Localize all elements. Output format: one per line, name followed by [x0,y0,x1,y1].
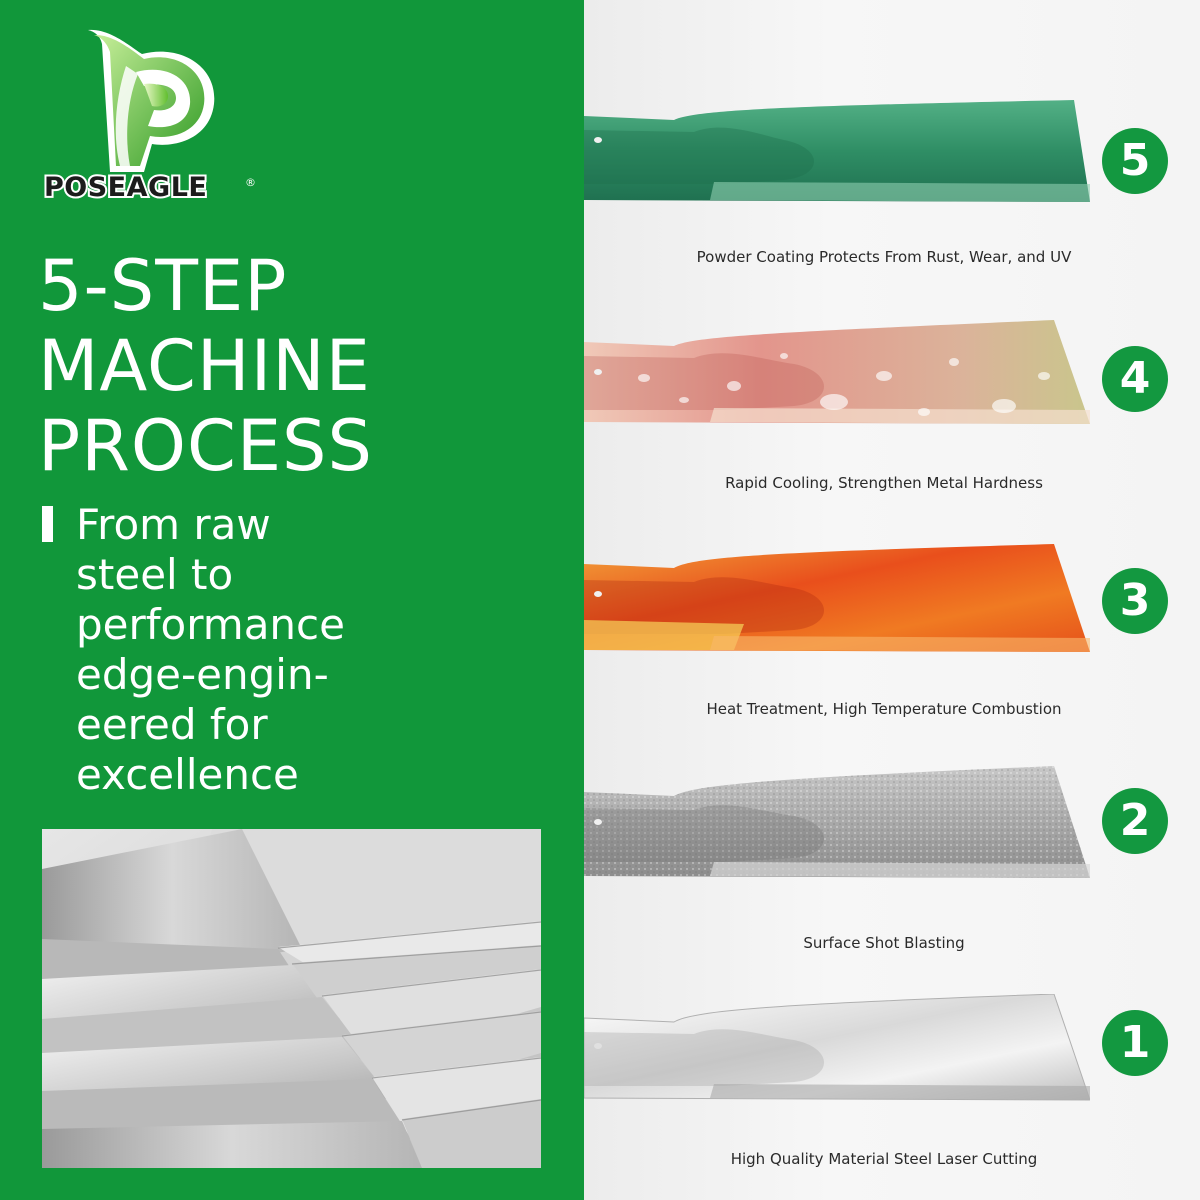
headline-line-1: 5-STEP [38,245,288,327]
subtext-line: eered for [76,700,268,749]
subtext-line: performance [76,600,345,649]
subtext-line: steel to [76,550,234,599]
process-step: 2 Surface Shot Blasting [584,752,1200,972]
brand-logo: POSEAGLE ® [40,26,270,216]
step-caption: Rapid Cooling, Strengthen Metal Hardness [725,474,1043,492]
subtext: From raw steel to performance edge-engin… [76,500,345,800]
step-number-badge: 5 [1102,128,1168,194]
step-caption: Powder Coating Protects From Rust, Wear,… [696,248,1072,266]
process-steps-panel: 5 Powder Coating Protects From Rust, Wea… [584,0,1200,1200]
process-step: 4 Rapid Cooling, Strengthen Metal Hardne… [584,300,1200,510]
step-number: 4 [1119,353,1151,404]
step-number-badge: 3 [1102,568,1168,634]
headline-line-2: MACHINE [38,325,371,407]
process-step: 5 Powder Coating Protects From Rust, Wea… [584,0,1200,280]
subtext-line: excellence [76,750,299,799]
eagle-p-icon [88,29,215,173]
headline: 5-STEP MACHINE PROCESS [38,246,373,486]
blade-powder-coated [584,100,1090,202]
subtext-line: edge-engin- [76,650,329,699]
step-number-badge: 2 [1102,788,1168,854]
subtext-line: From raw [76,500,271,549]
process-step: 1 High Quality Material Steel Laser Cutt… [584,986,1200,1186]
left-panel: POSEAGLE ® 5-STEP MACHINE PROCESS From r… [0,0,584,1200]
step-number: 2 [1119,795,1151,846]
step-number: 3 [1119,575,1151,626]
subtext-bullet-bar [42,506,53,542]
step-number-badge: 4 [1102,346,1168,412]
step-number: 1 [1119,1017,1151,1068]
step-caption: High Quality Material Steel Laser Cuttin… [730,1150,1038,1168]
blade-rapid-cooling [584,320,1090,424]
blade-laser-cut-steel [584,994,1090,1101]
process-step: 3 Heat Treatment, High Temperature Combu… [584,526,1200,736]
registered-mark: ® [245,176,256,189]
step-number-badge: 1 [1102,1010,1168,1076]
step-number: 5 [1119,135,1151,186]
headline-line-3: PROCESS [38,405,373,487]
step-caption: Heat Treatment, High Temperature Combust… [706,700,1062,718]
blade-heat-treated [584,544,1090,652]
blade-shot-blasted [584,766,1090,878]
steel-sheets-photo [42,829,541,1168]
step-caption: Surface Shot Blasting [803,934,965,952]
brand-name: POSEAGLE [42,170,209,205]
